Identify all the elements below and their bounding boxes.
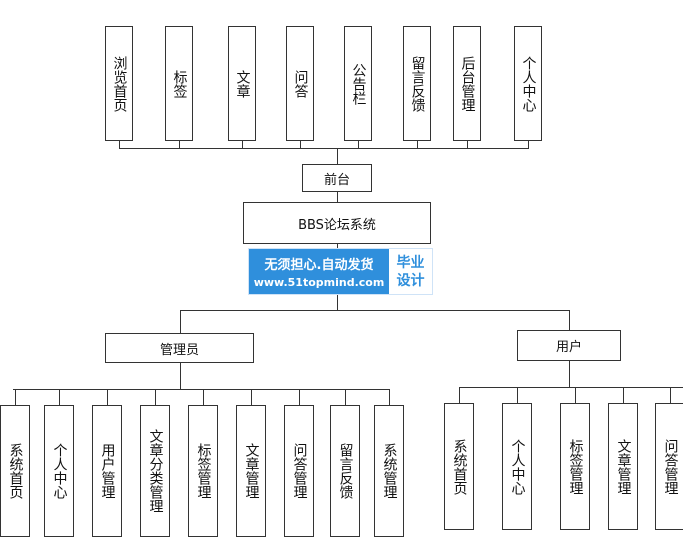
user-child-stem — [517, 387, 518, 403]
watermark-line2: www.51topmind.com — [253, 276, 385, 289]
watermark-banner: 无须担心.自动发货 www.51topmind.com 毕业 设计 — [248, 248, 433, 295]
admin-child-0: 系统首页 — [0, 405, 30, 537]
watermark-side-line2: 设计 — [396, 272, 425, 289]
frontend-child-1: 标签 — [165, 26, 193, 141]
admin-child-stem — [203, 389, 204, 405]
admin-child-stem — [15, 389, 16, 405]
bus-to-admin — [180, 310, 181, 333]
admin-bus — [13, 389, 389, 390]
frontend-child-7: 个人中心 — [514, 26, 542, 141]
frontend-child-stem — [528, 141, 529, 148]
frontend-child-stem — [242, 141, 243, 148]
user-stem — [569, 361, 570, 387]
user-child-stem — [670, 387, 671, 403]
admin-child-3: 文章分类管理 — [140, 405, 170, 537]
admin-child-1: 个人中心 — [44, 405, 74, 537]
user-child-2: 标签管理 — [560, 403, 590, 530]
admin-child-stem — [299, 389, 300, 405]
admin-child-stem — [107, 389, 108, 405]
user-child-3: 文章管理 — [608, 403, 638, 530]
user-child-stem — [623, 387, 624, 403]
frontend-child-stem — [119, 141, 120, 148]
frontend-child-4: 公告栏 — [344, 26, 372, 141]
admin-child-7: 留言反馈 — [330, 405, 360, 537]
frontend-child-0: 浏览首页 — [105, 26, 133, 141]
user-node: 用户 — [517, 330, 621, 361]
root-to-frontend — [337, 192, 338, 202]
user-child-0: 系统首页 — [444, 403, 474, 530]
watermark-side-line1: 毕业 — [396, 254, 425, 271]
user-child-stem — [459, 387, 460, 403]
user-child-stem — [575, 387, 576, 403]
admin-stem — [180, 363, 181, 389]
frontend-bus — [119, 148, 529, 149]
admin-child-6: 问答管理 — [284, 405, 314, 537]
frontend-to-bus — [337, 148, 338, 164]
user-child-1: 个人中心 — [502, 403, 532, 530]
user-child-4: 问答管理 — [655, 403, 683, 530]
frontend-child-6: 后台管理 — [453, 26, 481, 141]
frontend-child-stem — [300, 141, 301, 148]
admin-child-5: 文章管理 — [236, 405, 266, 537]
admin-child-stem — [155, 389, 156, 405]
watermark-main: 无须担心.自动发货 www.51topmind.com — [249, 249, 389, 294]
admin-child-stem — [389, 389, 390, 405]
admin-child-stem — [59, 389, 60, 405]
admin-child-stem — [251, 389, 252, 405]
admin-child-8: 系统管理 — [374, 405, 404, 537]
watermark-line1: 无须担心.自动发货 — [264, 258, 374, 273]
frontend-child-5: 留言反馈 — [403, 26, 431, 141]
frontend-child-stem — [179, 141, 180, 148]
frontend-child-3: 问答 — [286, 26, 314, 141]
frontend-child-stem — [417, 141, 418, 148]
frontend-child-stem — [358, 141, 359, 148]
frontend-child-2: 文章 — [228, 26, 256, 141]
watermark-side: 毕业 设计 — [389, 249, 432, 294]
frontend-child-stem — [467, 141, 468, 148]
root-node: BBS论坛系统 — [243, 202, 431, 244]
admin-child-4: 标签管理 — [188, 405, 218, 537]
admin-node: 管理员 — [105, 333, 254, 363]
role-bus — [180, 310, 570, 311]
bus-to-user — [569, 310, 570, 330]
frontend-node: 前台 — [302, 164, 372, 192]
admin-child-2: 用户管理 — [92, 405, 122, 537]
user-bus — [459, 387, 683, 388]
admin-child-stem — [345, 389, 346, 405]
